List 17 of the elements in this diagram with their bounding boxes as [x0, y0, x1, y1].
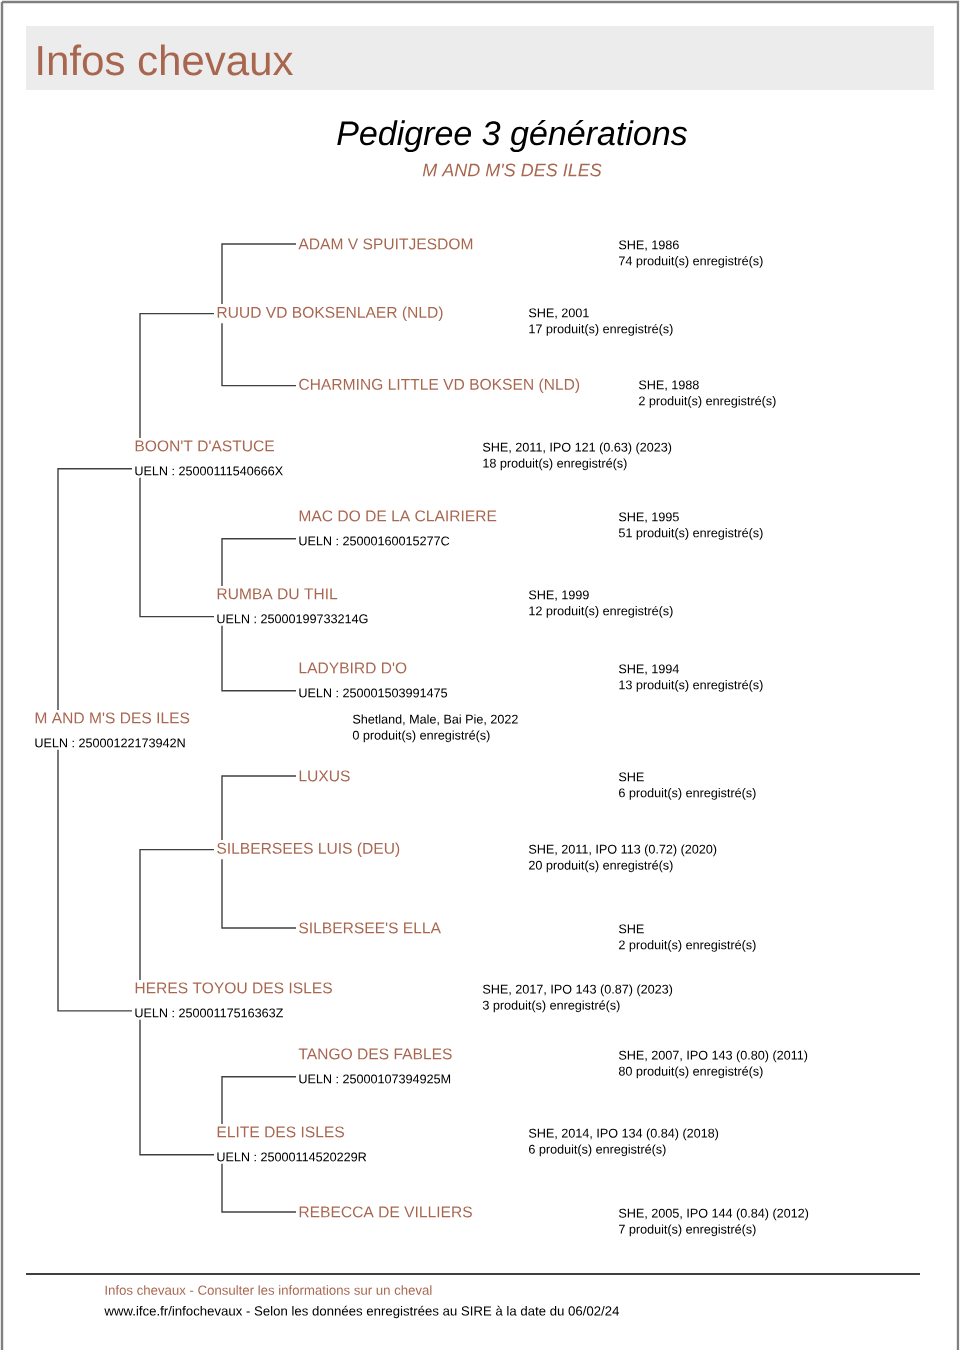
pedigree-line: [221, 775, 297, 841]
pedigree-line: [221, 243, 297, 305]
pedigree-line: [221, 858, 297, 929]
pedigree-line: [139, 312, 215, 439]
pedigree-line: [57, 468, 133, 711]
pedigree-line: [221, 1163, 297, 1213]
pedigree-line: [221, 538, 297, 587]
title: Pedigree 3 générations: [337, 119, 687, 153]
pedigree-line: [221, 1076, 297, 1125]
subtitle: M AND M'S DES ILES: [422, 163, 602, 177]
pedigree-line: [221, 624, 297, 692]
pedigree-line: [57, 749, 133, 1012]
header-title: Infos chevaux: [38, 44, 294, 76]
pedigree-line: [221, 322, 297, 387]
pedigree-line: [139, 848, 215, 981]
pedigree-line: [139, 1019, 215, 1156]
pedigree-line: [139, 477, 215, 618]
